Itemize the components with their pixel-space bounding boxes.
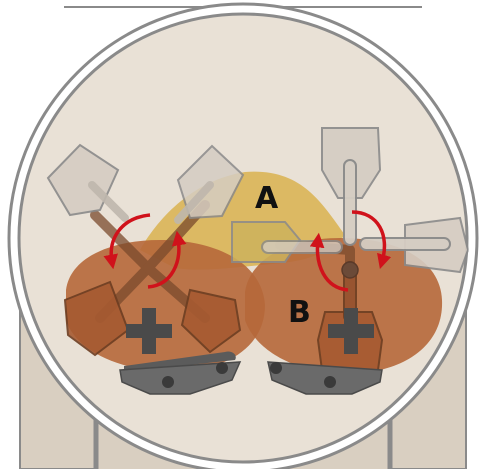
zone-a-label: A: [255, 181, 279, 216]
right-upper-hub: [342, 262, 358, 278]
zone-b-label: B: [288, 295, 311, 330]
